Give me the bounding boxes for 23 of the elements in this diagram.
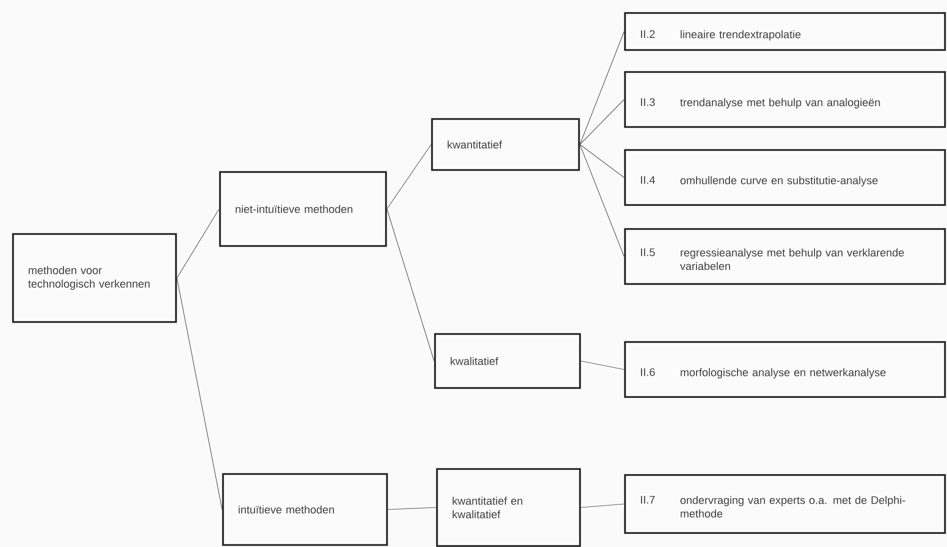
connector-line [580,144,624,178]
method-box: II.3 trendanalyse met behulp van analogieën [624,71,946,128]
method-box: II.6 morfologische analyse en netwerkanalyse [624,341,946,398]
connector-line [386,144,432,210]
category-box: kwalitatief [434,333,581,389]
connector-line [176,208,220,278]
category-box: niet-intuïtieve methoden [219,171,387,247]
method-box: II.5 regressieanalyse met behulp van verklarende variabelen [624,228,946,285]
category-box: kwantitatief [431,118,580,171]
connector-line [176,278,222,510]
method-box: II.7 ondervraging van experts o.a. met de Delphi-methode [624,474,946,534]
connector-line [386,208,434,362]
method-box: II.2 lineaire trendextrapolatie [624,12,946,51]
method-box: II.4 omhullende curve en substitutie-analyse [624,149,946,206]
connector-line [580,360,624,370]
connector-line [580,99,624,145]
category-box: intuïtieve methoden [222,473,388,546]
connector-line [580,31,624,145]
connector-line [580,144,624,257]
connector-line [580,504,624,508]
category-box: kwantitatief en kwalitatief [436,468,581,547]
category-box: methoden voor technologisch verkennen [12,233,177,323]
connector-line [388,507,436,510]
